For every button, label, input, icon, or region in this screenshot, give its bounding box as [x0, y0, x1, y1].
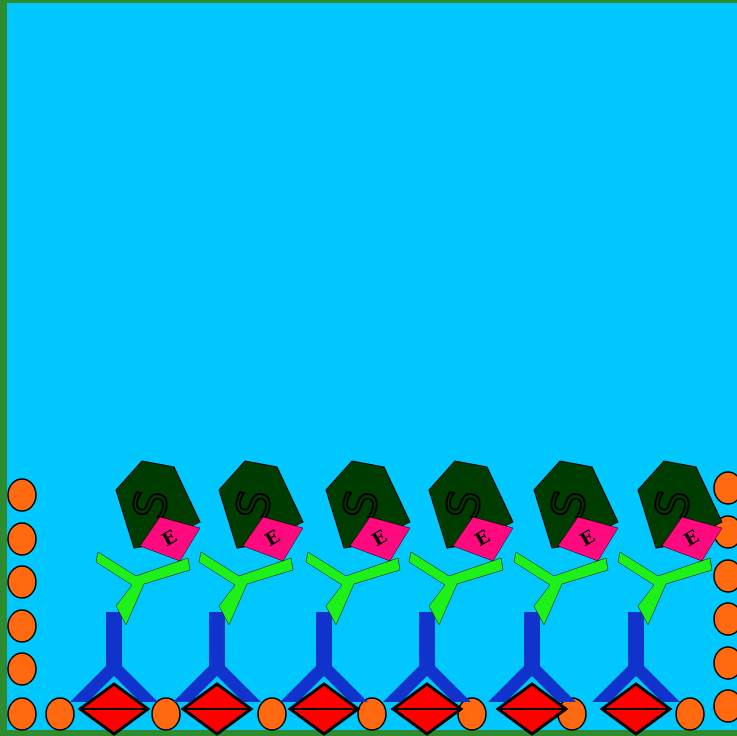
bead — [8, 523, 36, 555]
bead — [714, 603, 737, 635]
bead — [714, 647, 737, 679]
bead — [676, 698, 704, 730]
bead — [152, 698, 180, 730]
bead — [714, 690, 737, 722]
bead — [714, 560, 737, 592]
bead — [258, 698, 286, 730]
bead — [8, 610, 36, 642]
bead — [458, 698, 486, 730]
bead — [358, 698, 386, 730]
bead — [8, 566, 36, 598]
bead — [558, 698, 586, 730]
bead — [8, 698, 36, 730]
bead — [8, 653, 36, 685]
bead — [46, 698, 74, 730]
bead — [8, 479, 36, 511]
bead — [714, 472, 737, 504]
